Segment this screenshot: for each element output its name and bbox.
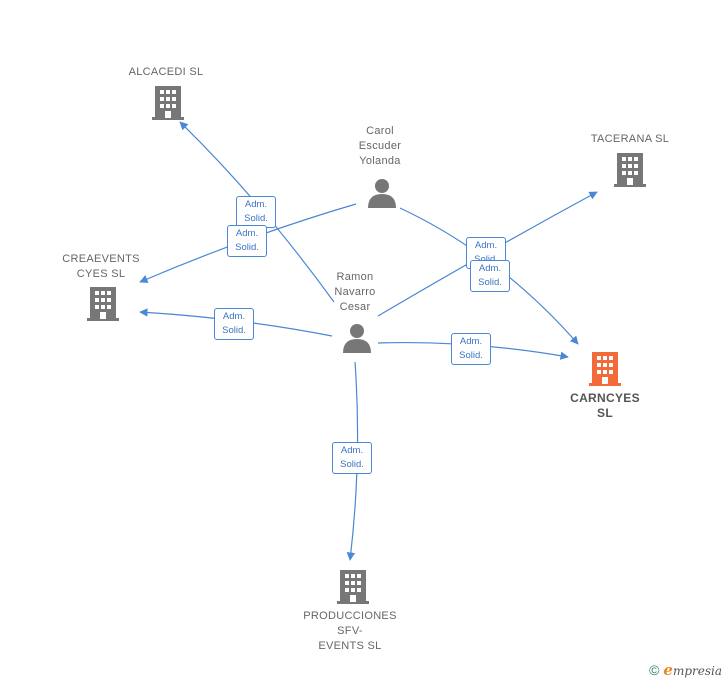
producciones-label: PRODUCCIONES SFV- EVENTS SL xyxy=(303,610,397,652)
ramon-label: Ramon Navarro Cesar xyxy=(334,271,376,313)
edge-tag-ramon-creaevents[interactable]: Adm. Solid. xyxy=(214,308,254,340)
edge-tag-ramon-producciones[interactable]: Adm. Solid. xyxy=(332,442,372,474)
carol-person-icon[interactable] xyxy=(367,178,397,213)
brand-first-letter: e xyxy=(663,661,673,679)
tacerana-building-icon[interactable] xyxy=(614,153,646,192)
producciones-building-icon[interactable] xyxy=(337,570,369,609)
brand-rest: mpresia xyxy=(672,664,722,678)
creaevents-building-icon[interactable] xyxy=(87,287,119,326)
carncyes-label: CARNCYES SL xyxy=(570,391,640,420)
edge-tag-ramon-alcacedi[interactable]: Adm. Solid. xyxy=(236,196,276,228)
ramon-person-icon[interactable] xyxy=(342,323,372,358)
edge-tag-ramon-carncyes[interactable]: Adm. Solid. xyxy=(451,333,491,365)
edge-tag-carol-carncyes[interactable]: Adm. Solid. xyxy=(470,260,510,292)
carol-label: Carol Escuder Yolanda xyxy=(358,125,402,167)
carncyes-building-icon[interactable] xyxy=(589,352,621,391)
creaevents-label: CREAEVENTS CYES SL xyxy=(62,253,140,280)
tacerana-label: TACERANA SL xyxy=(590,133,670,145)
copyright-notice: ©empresia xyxy=(649,661,722,679)
empresia-logo[interactable]: empresia xyxy=(663,661,722,679)
alcacedi-building-icon[interactable] xyxy=(152,86,184,125)
edge-tag-carol-creaevents[interactable]: Adm. Solid. xyxy=(227,225,267,257)
alcacedi-label: ALCACEDI SL xyxy=(128,66,204,78)
copyright-symbol: © xyxy=(649,662,660,678)
